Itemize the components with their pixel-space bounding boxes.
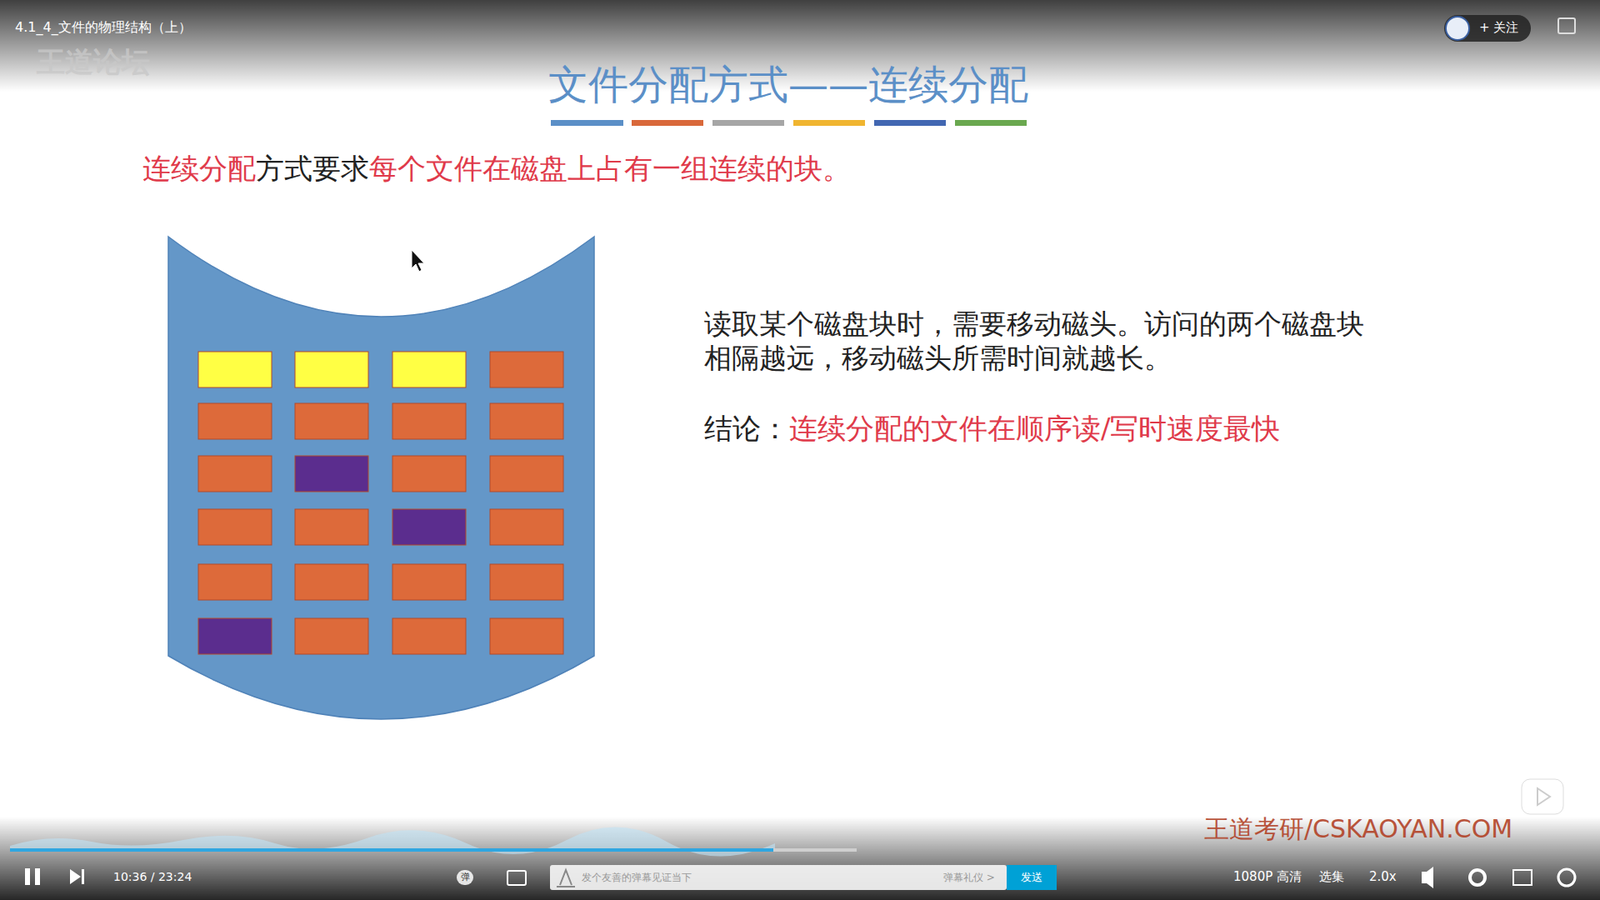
disk-block <box>392 403 466 440</box>
next-icon <box>70 869 85 885</box>
disk-block <box>392 455 466 492</box>
video-title: 4.1_4_文件的物理结构（上） <box>15 19 192 37</box>
disk-block <box>295 403 369 440</box>
volume-icon <box>1421 866 1434 889</box>
disk-block <box>490 564 564 600</box>
disk-block <box>295 564 369 600</box>
speed-button: 2.0x <box>1369 869 1397 885</box>
send-text: 发送 <box>1020 870 1043 885</box>
help-icon <box>1558 18 1575 34</box>
disk-block <box>198 403 272 440</box>
highlight-text: 连续分配 <box>142 150 256 189</box>
time-display: 10:36 / 23:24 <box>113 870 192 884</box>
highlight-text: 每个文件在磁盘上占有一组连续的块。 <box>369 150 851 189</box>
progress-heat <box>10 826 775 856</box>
episodes-button: 选集 <box>1319 869 1345 885</box>
follow-button <box>1444 15 1531 42</box>
follow-text: + 关注 <box>1479 20 1519 36</box>
mouse-cursor <box>411 250 425 272</box>
disk-block <box>392 564 466 600</box>
quality-button: 1080P 高清 <box>1233 869 1302 885</box>
disk-block <box>392 618 466 655</box>
disk-block <box>490 455 564 492</box>
disk-block <box>490 403 564 440</box>
highlight-text: 连续分配的文件在顺序读/写时速度最快 <box>789 410 1280 449</box>
avatar <box>1445 16 1470 40</box>
disk-block <box>295 455 369 492</box>
disk-block <box>295 618 369 655</box>
danmaku-icon-text: 弹 <box>460 870 470 884</box>
font-icon <box>556 870 575 887</box>
disk-block <box>295 509 369 545</box>
send-button <box>1006 865 1057 890</box>
disk-block <box>392 351 466 388</box>
input-placeholder: 发个友善的弹幕见证当下 <box>581 870 692 885</box>
side-button <box>1521 779 1564 815</box>
body-text: 结论： <box>704 410 790 449</box>
pause-icon <box>25 868 30 885</box>
watermark: 王道论坛 <box>36 43 150 82</box>
pause-icon <box>35 868 40 885</box>
settings-icon <box>1470 870 1485 885</box>
disk-block <box>295 351 369 388</box>
disk-blocks <box>198 351 564 655</box>
etiquette-link: 弹幕礼仪 > <box>943 870 995 885</box>
disk-block <box>490 509 564 545</box>
title-bars <box>550 120 1027 126</box>
body-text: 读取某个磁盘块时，需要移动磁头。访问的两个磁盘块相隔越远，移动磁头所需时间就越长… <box>704 306 1388 375</box>
disk-block <box>198 618 272 655</box>
progress-played <box>10 848 774 852</box>
disk-block <box>392 509 466 545</box>
progress-buffer <box>773 848 857 852</box>
disk-block <box>198 351 272 388</box>
disk-block <box>490 618 564 655</box>
side-button-icon <box>1537 788 1550 805</box>
danmaku-input <box>550 865 1007 890</box>
watermark: 王道考研/CSKAOYAN.COM <box>1204 812 1513 847</box>
disk-block <box>198 509 272 545</box>
widescreen-icon <box>1513 870 1532 885</box>
body-text: 方式要求 <box>255 150 370 189</box>
danmaku-toggle <box>456 870 474 885</box>
fullscreen-icon <box>1558 869 1575 886</box>
danmaku-settings <box>507 870 526 885</box>
disk-block <box>490 351 564 388</box>
disk-block <box>198 455 272 492</box>
slide-title: 文件分配方式——连续分配 <box>548 58 1029 112</box>
disk-cylinder <box>168 236 595 720</box>
disk-block <box>198 564 272 600</box>
